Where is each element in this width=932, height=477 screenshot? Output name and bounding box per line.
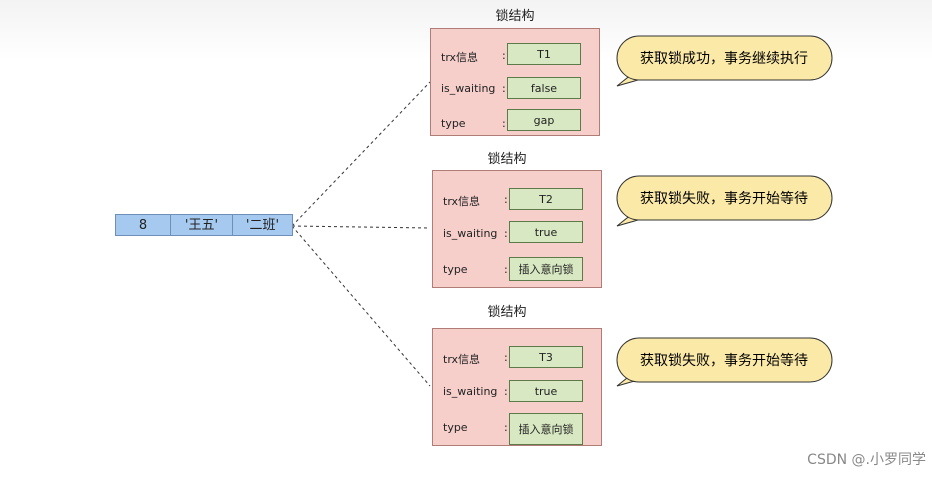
watermark: CSDN @.小罗同学 (807, 452, 926, 468)
field-label-waiting: is_waiting (441, 82, 496, 95)
field-colon: : (504, 227, 508, 240)
field-value-waiting: true (509, 380, 583, 402)
field-colon: : (502, 49, 506, 62)
field-value-waiting: false (507, 77, 581, 99)
record-cell-name: '王五' (171, 214, 233, 236)
bubble-text-3: 获取锁失败，事务开始等待 (640, 352, 808, 369)
field-value-type: 插入意向锁 (509, 257, 583, 281)
bubble-text-2: 获取锁失败，事务开始等待 (640, 190, 808, 207)
speech-bubble-1: 获取锁成功，事务继续执行 (616, 35, 833, 87)
field-value-trx: T1 (507, 43, 581, 65)
lock-structure-2: trx信息 : T2 is_waiting : true type : 插入意向… (432, 170, 602, 288)
field-label-type: type (443, 263, 468, 276)
field-colon: : (504, 385, 508, 398)
field-value-trx: T2 (509, 188, 583, 210)
connector-line-2 (291, 225, 431, 229)
lock-title-3: 锁结构 (487, 305, 527, 320)
field-value-type: 插入意向锁 (509, 413, 583, 445)
field-label-waiting: is_waiting (443, 385, 498, 398)
connector-line-3 (291, 225, 431, 387)
speech-bubble-2: 获取锁失败，事务开始等待 (616, 175, 833, 227)
lock-structure-3: trx信息 : T3 is_waiting : true type : 插入意向… (432, 328, 602, 446)
field-value-trx: T3 (509, 346, 583, 368)
field-colon: : (504, 263, 508, 276)
field-label-trx: trx信息 (443, 195, 481, 208)
lock-title-2: 锁结构 (487, 152, 527, 167)
field-colon: : (504, 351, 508, 364)
record-cell-id: 8 (115, 214, 171, 236)
field-colon: : (504, 421, 508, 434)
speech-bubble-3: 获取锁失败，事务开始等待 (616, 337, 833, 387)
connector-line-1 (291, 81, 431, 227)
field-label-waiting: is_waiting (443, 227, 498, 240)
field-colon: : (504, 193, 508, 206)
field-label-type: type (441, 117, 466, 130)
bubble-text-1: 获取锁成功，事务继续执行 (640, 50, 808, 67)
field-label-type: type (443, 421, 468, 434)
field-value-waiting: true (509, 221, 583, 243)
record-row: 8 '王五' '二班' (115, 214, 293, 236)
field-colon: : (502, 82, 506, 95)
field-label-trx: trx信息 (441, 51, 479, 64)
field-value-type: gap (507, 109, 581, 131)
field-colon: : (502, 117, 506, 130)
record-cell-class: '二班' (233, 214, 293, 236)
lock-title-1: 锁结构 (495, 9, 535, 24)
lock-structure-1: trx信息 : T1 is_waiting : false type : gap (430, 28, 600, 136)
field-label-trx: trx信息 (443, 353, 481, 366)
